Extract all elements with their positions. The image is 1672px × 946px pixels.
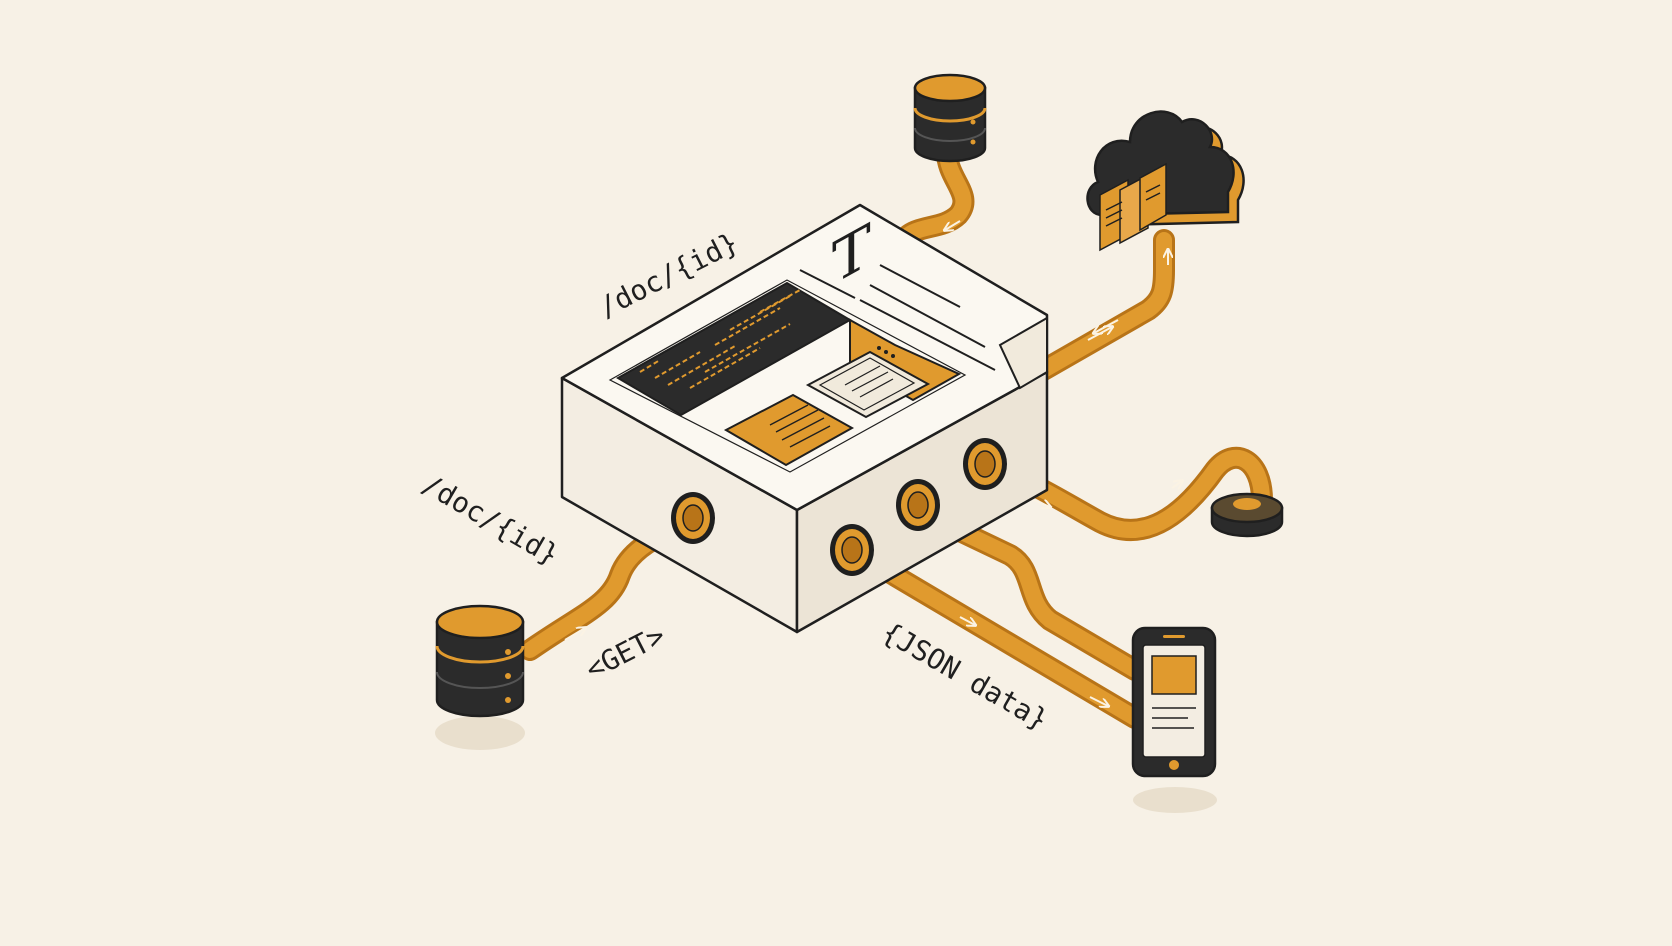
hub-page-fold (998, 316, 1048, 390)
document-card (723, 393, 855, 467)
code-lines (639, 289, 801, 389)
doc-route-left-label: /doc/{id} (417, 467, 565, 571)
database-icon (913, 73, 987, 163)
database-icon (435, 604, 525, 718)
document-stack-icon (1099, 162, 1167, 252)
connection-pipes (519, 141, 1273, 729)
json-data-label: {JSON data} (877, 615, 1054, 736)
preview-panel (805, 350, 931, 419)
cloud-icon (1086, 110, 1245, 252)
panel-header-strip (849, 318, 962, 402)
hub-sockets (671, 438, 1007, 576)
smartphone-icon (1131, 626, 1217, 778)
api-hub: T (560, 203, 1049, 634)
storage-puck-icon (1210, 492, 1284, 538)
phone-shadow (1133, 787, 1217, 813)
socket-right (963, 438, 1007, 490)
database-left-shadow (435, 716, 525, 750)
get-method-label: <GET> (580, 619, 670, 687)
socket-left (671, 492, 715, 544)
socket-lower (830, 524, 874, 576)
socket-middle (896, 479, 940, 531)
title-lines (799, 264, 996, 371)
